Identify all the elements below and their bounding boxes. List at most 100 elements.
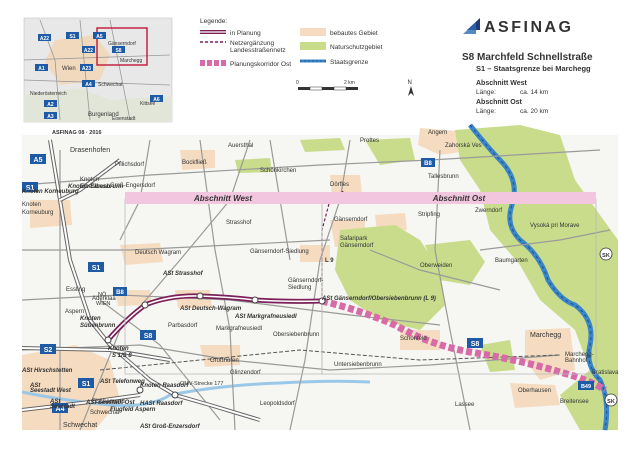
svg-text:A5: A5	[96, 34, 103, 40]
sign-a5: A5	[30, 154, 46, 164]
l9-label: L 9	[325, 258, 334, 264]
junction-label: Süßenbrunn	[80, 323, 116, 329]
legend-item: in Planung	[230, 30, 261, 37]
ast-label: Seestadt West	[30, 388, 72, 394]
junction-label: Knoten Raasdorf	[140, 383, 189, 389]
place-label: Strasshof	[226, 220, 252, 226]
ast-label: ASt Markgrafneusiedl	[234, 314, 297, 320]
junction-label: ASt Hirschstetten	[21, 368, 73, 374]
north-arrow-icon: N	[408, 80, 414, 96]
legend-item: Staatsgrenze	[330, 59, 369, 66]
place-label: Gänserndorf	[340, 243, 374, 249]
svg-text:S1: S1	[92, 265, 101, 272]
title-main: S8 Marchfeld Schnellstraße	[462, 52, 593, 63]
place-label: Schönfeld	[400, 336, 427, 342]
place-label: Tallesbrunn	[428, 174, 459, 180]
sign-s2: S2	[40, 344, 56, 354]
svg-text:S2: S2	[44, 347, 53, 354]
ast-label: ASt Seestadt Ost	[85, 400, 136, 406]
svg-text:Niederösterreich: Niederösterreich	[30, 91, 67, 97]
place-label: Obersiebenbrunn	[273, 332, 319, 338]
svg-text:Gänserndorf: Gänserndorf	[108, 41, 136, 47]
sign-s1-c: S1	[78, 378, 94, 388]
svg-text:Wien: Wien	[62, 66, 76, 72]
ast-label: ASt Telefonweg	[99, 379, 145, 385]
junction-label: Knoten Korneuburg	[22, 189, 79, 195]
place-label: Markgrafneusiedl	[216, 326, 262, 332]
section-label-west: Abschnitt West	[193, 194, 252, 203]
svg-text:S8: S8	[144, 333, 153, 340]
svg-text:S8: S8	[115, 48, 121, 54]
sign-a4: A4	[52, 403, 68, 413]
place-label: Untersiebenbrunn	[334, 362, 382, 368]
ast-label: ASt	[29, 383, 41, 389]
legend-item: Naturschutzgebiet	[330, 44, 383, 51]
svg-text:0: 0	[296, 80, 299, 86]
place-label: Bahnhof	[565, 358, 588, 364]
road-signs: A5 S1 S1 B8 S8 S2 S1 A4 S8 B8 B49	[22, 154, 594, 413]
place-label: Auersthal	[228, 143, 253, 149]
junction-label: S 1/S 8	[112, 353, 132, 359]
sign-b8-a: B8	[113, 287, 127, 296]
legend-item: Netzergänzung	[230, 40, 274, 47]
railway	[99, 349, 561, 371]
place-label: Deutsch Wagram	[135, 250, 181, 256]
asfinag-logo: ASFINAG	[463, 18, 571, 36]
scale-bar: 0 2 km	[296, 80, 358, 91]
sign-s1-a: S1	[22, 182, 38, 192]
place-label: Oberhausen	[518, 388, 551, 394]
svg-text:A23: A23	[82, 66, 91, 72]
place-label: Gänserndorf-Siedlung	[250, 249, 309, 255]
sign-b49: B49	[578, 381, 594, 390]
place-label: Stripfing	[418, 212, 440, 218]
svg-text:A22: A22	[40, 36, 49, 42]
place-label: Groß-Engersdorf	[110, 183, 155, 189]
sk-marker-1	[599, 247, 613, 261]
ast-label: ASt Strasshof	[162, 271, 204, 277]
place-label: Korneuburg	[22, 210, 53, 216]
section-label-east: Abschnitt Ost	[432, 194, 486, 203]
junction-label: Knoten Eibesbrunn	[68, 184, 124, 190]
svg-text:Eisenstadt: Eisenstadt	[112, 116, 136, 122]
place-label: Gänserndorf	[334, 217, 368, 223]
svg-text:S1: S1	[69, 34, 75, 40]
place-label: Schwechat	[90, 410, 120, 416]
inset-signs: A22 S1 A5 A22 S8 A1 A23 A4 A2 A3 A6	[35, 32, 163, 120]
place-label: Marchegg	[530, 332, 561, 339]
sign-s1-b: S1	[88, 262, 104, 272]
svg-text:2 km: 2 km	[344, 80, 355, 86]
place-label: Bockfließ	[182, 160, 207, 166]
state-label-no: NÖ	[98, 291, 107, 298]
place-label: Großhofen	[210, 358, 239, 364]
place-label: Siedlung	[288, 285, 311, 291]
svg-text:A2: A2	[47, 102, 54, 108]
place-label: Zahorská Ves	[445, 143, 482, 149]
sk-marker-2	[604, 393, 618, 407]
junction-labels: Knoten Eibesbrunn Knoten Korneuburg Knot…	[21, 184, 189, 389]
place-label: Safaripark	[340, 236, 368, 242]
info-east-length: ca. 20 km	[520, 108, 548, 115]
svg-text:A3: A3	[47, 114, 54, 120]
ast-label: ASt Deutsch-Wagram	[179, 306, 242, 312]
ast-labels: ASt Strasshof ASt Deutsch-Wagram ASt Mar…	[29, 271, 436, 430]
sign-b8-b: B8	[421, 158, 435, 167]
inset-caption: ASFINAG 08 · 2016	[52, 130, 102, 136]
svg-text:A6: A6	[153, 97, 160, 103]
place-label: Dörfles	[330, 182, 349, 188]
svg-text:S1: S1	[82, 381, 91, 388]
place-label: Drasenhofen	[70, 147, 110, 154]
place-label: Oberweiden	[420, 263, 452, 269]
legend-item: bebautes Gebiet	[330, 30, 378, 37]
place-label: Glinzendorf	[230, 370, 261, 376]
ast-label: HASt Raasdorf	[140, 401, 183, 407]
place-label: Angern	[428, 130, 447, 136]
svg-text:Schwechat: Schwechat	[98, 82, 123, 88]
svg-text:Burgenland: Burgenland	[88, 112, 119, 118]
info-east-label: Abschnitt Ost	[476, 99, 523, 106]
legend-title: Legende:	[200, 18, 227, 25]
place-label: Pillichsdorf	[115, 162, 144, 168]
junction-label: Knoten	[80, 316, 101, 322]
planning-corridor-east	[321, 297, 607, 393]
